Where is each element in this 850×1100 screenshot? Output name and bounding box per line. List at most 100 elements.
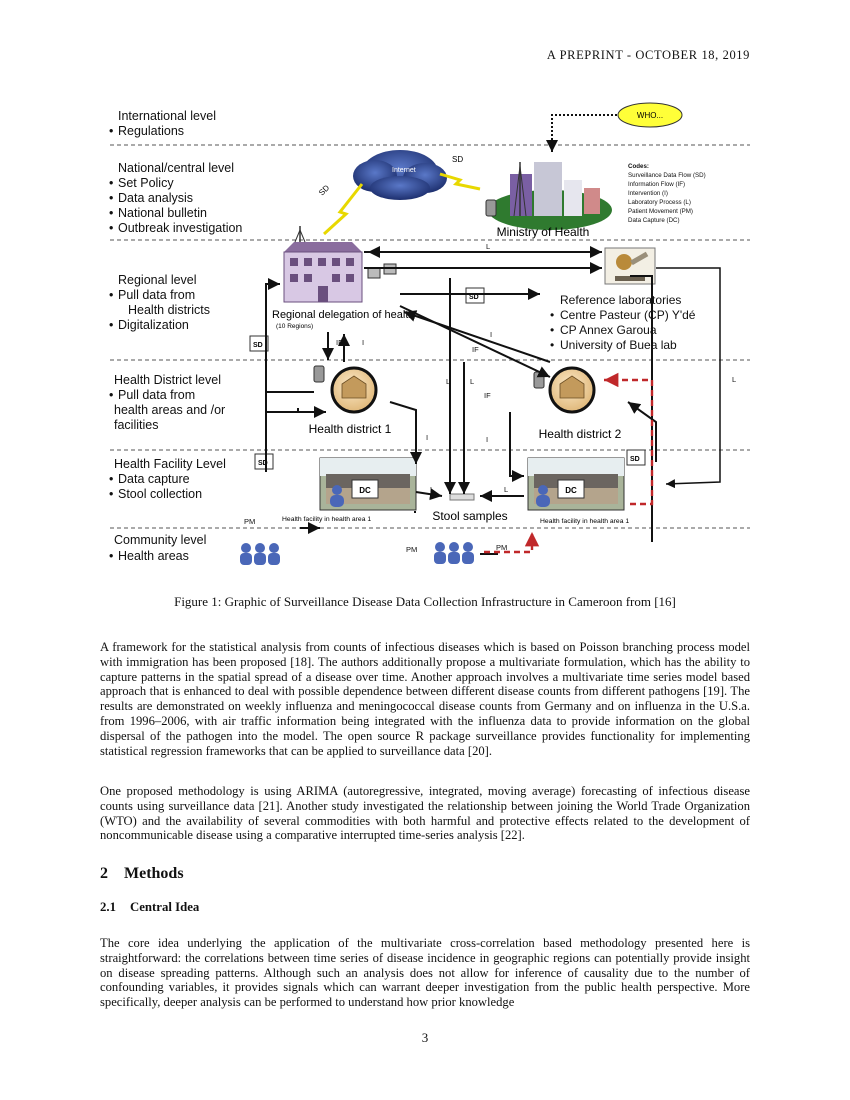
- svg-text:•: •: [109, 487, 113, 501]
- running-header: A PREPRINT - OCTOBER 18, 2019: [546, 48, 750, 62]
- level-title-community: Community level: [114, 533, 206, 547]
- level-item-cont: facilities: [114, 418, 158, 432]
- figure-caption: Figure 1: Graphic of Surveillance Diseas…: [174, 594, 676, 609]
- ministry-label: Ministry of Health: [497, 225, 590, 239]
- level-item: Digitalization: [118, 318, 189, 332]
- microscope-icon: [604, 247, 656, 285]
- district-1-label: Health district 1: [309, 422, 392, 436]
- level-title-district: Health District level: [114, 373, 221, 387]
- svg-text:•: •: [109, 176, 113, 190]
- dc-tag: DC: [565, 486, 577, 495]
- pm-tag: PM: [496, 543, 507, 552]
- l-tag: L: [732, 375, 736, 384]
- pm-tag: PM: [244, 517, 255, 526]
- level-item-cont: Health districts: [128, 303, 210, 317]
- paragraph: One proposed methodology is using ARIMA …: [100, 784, 750, 843]
- regional-sub-label: (10 Regions): [276, 323, 313, 330]
- level-item-cont: health areas and /or: [114, 403, 225, 417]
- facility-2-label: Health facility in health area 1: [540, 518, 629, 525]
- sd-tag: SD: [253, 342, 263, 349]
- dc-tag: DC: [359, 486, 371, 495]
- if-tag: IF: [472, 345, 479, 354]
- reference-lab-item: CP Annex Garoua: [560, 323, 657, 337]
- if-tag: IF: [336, 338, 343, 347]
- i-tag: I: [362, 338, 364, 347]
- l-tag: L: [504, 485, 508, 494]
- stool-samples-label: Stool samples: [432, 509, 507, 523]
- stool-sample-tray: [449, 493, 475, 501]
- svg-text:•: •: [550, 323, 554, 337]
- internet-label: Internet: [392, 167, 416, 174]
- level-item: National bulletin: [118, 206, 207, 220]
- svg-text:•: •: [550, 338, 554, 352]
- level-item: Stool collection: [118, 487, 202, 501]
- dc-box: [557, 479, 585, 499]
- who-oval: [617, 102, 683, 128]
- paragraph: The core idea underlying the application…: [100, 936, 750, 1010]
- level-title-facility: Health Facility Level: [114, 457, 226, 471]
- code-item: Patient Movement (PM): [628, 208, 693, 215]
- regional-label: Regional delegation of health: [272, 309, 415, 321]
- surveillance-infrastructure-figure: International level Regulations National…: [100, 92, 750, 580]
- level-item: Health areas: [118, 549, 189, 563]
- subsection-number: 2.1: [100, 900, 116, 914]
- internet-cloud-icon: [353, 150, 447, 200]
- svg-text:•: •: [550, 308, 554, 322]
- flow-arrows: [265, 246, 657, 555]
- sd-tag: SD: [452, 155, 463, 164]
- reference-lab-item: Centre Pasteur (CP) Y'dé: [560, 308, 696, 322]
- level-item: Data capture: [118, 472, 190, 486]
- l-tag: L: [470, 377, 474, 386]
- level-title-regional: Regional level: [118, 273, 197, 287]
- l-tag: L: [486, 242, 490, 251]
- i-tag: I: [490, 330, 492, 339]
- code-item: Intervention (I): [628, 190, 668, 197]
- patient-movement-arrows: [484, 372, 654, 554]
- l-tag: L: [430, 485, 434, 494]
- computer-icon: [367, 267, 381, 279]
- svg-text:•: •: [109, 318, 113, 332]
- bullet-glyphs: • •••• •• • •• •: [109, 124, 113, 563]
- phone-icon: [313, 365, 325, 383]
- regional-delegation-building-icon: [283, 226, 363, 303]
- reference-lab-item: University of Buea lab: [560, 338, 677, 352]
- svg-text:•: •: [109, 288, 113, 302]
- person-icon: [330, 495, 344, 507]
- level-item: Set Policy: [118, 176, 174, 190]
- page-number: 3: [421, 1030, 429, 1045]
- if-tag: IF: [484, 391, 491, 400]
- community-people-icon: [240, 543, 280, 565]
- svg-text:•: •: [109, 191, 113, 205]
- bullet-glyphs: •••: [550, 308, 554, 352]
- i-tag: I: [426, 433, 428, 442]
- dc-box: [351, 479, 379, 499]
- sd-tag: SD: [258, 460, 268, 467]
- lightning-icon: [322, 183, 364, 236]
- level-item: Data analysis: [118, 191, 193, 205]
- level-item: Pull data from: [118, 288, 195, 302]
- sd-document-icon: [249, 287, 646, 470]
- house-icon: [341, 375, 367, 399]
- who-link-arrow: [546, 114, 617, 152]
- level-title-national: National/central level: [118, 161, 234, 175]
- sd-tag: SD: [630, 456, 640, 463]
- lightning-icon: [439, 172, 481, 191]
- level-item: Pull data from: [118, 388, 195, 402]
- section-number: 2: [100, 865, 108, 882]
- community-people-icon: [434, 542, 474, 564]
- svg-text:•: •: [109, 549, 113, 563]
- svg-text:•: •: [109, 206, 113, 220]
- person-icon: [332, 485, 342, 495]
- svg-text:•: •: [109, 124, 113, 138]
- paragraph: A framework for the statistical analysis…: [100, 640, 750, 758]
- code-item: Data Capture (DC): [628, 217, 680, 224]
- level-item: Outbreak investigation: [118, 221, 242, 235]
- reference-labs-title: Reference laboratories: [560, 293, 681, 307]
- person-icon: [538, 485, 548, 495]
- code-item: Information Flow (IF): [628, 181, 685, 188]
- level-item: Regulations: [118, 124, 184, 138]
- i-tag: I: [486, 435, 488, 444]
- ministry-buildings-icon: [488, 162, 612, 230]
